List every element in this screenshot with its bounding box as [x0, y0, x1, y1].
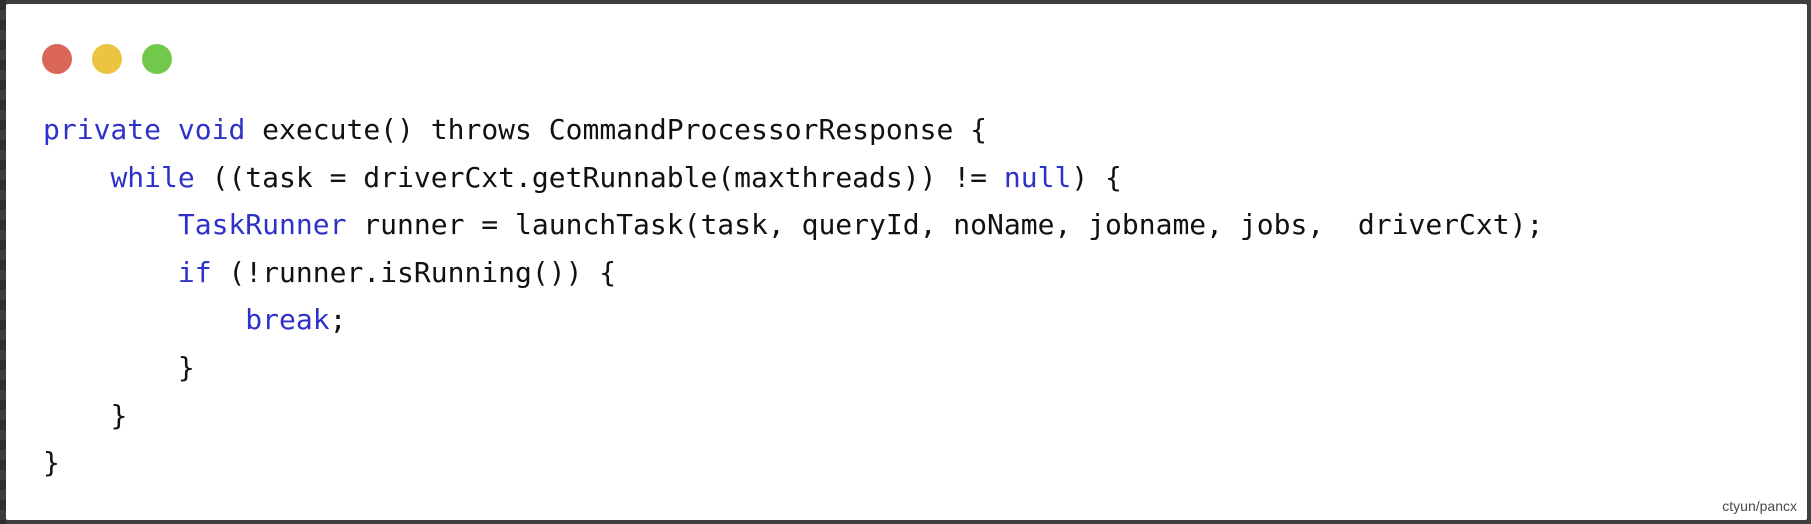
code-keyword: if: [177, 255, 212, 289]
code-line: while ((task = driverCxt.getRunnable(max…: [43, 154, 1543, 202]
code-text: ((task = driverCxt.getRunnable(maxthread…: [194, 160, 1004, 194]
watermark-text: ctyun/pancx: [1722, 498, 1797, 514]
code-text: execute() throws CommandProcessorRespons…: [245, 113, 988, 146]
code-keyword: while: [110, 160, 195, 194]
code-line: private void execute() throws CommandPro…: [43, 106, 1543, 154]
code-text: }: [177, 350, 195, 384]
code-text: (!runner.isRunning()) {: [211, 255, 617, 289]
code-card: private void execute() throws CommandPro…: [6, 4, 1807, 520]
code-indent: [43, 256, 178, 289]
code-block: private void execute() throws CommandPro…: [43, 106, 1543, 487]
code-keyword: void: [177, 113, 246, 146]
code-line: }: [43, 392, 1543, 440]
code-text: runner = launchTask(task, queryId, noNam…: [346, 208, 1544, 242]
code-text: }: [43, 446, 60, 480]
code-line: TaskRunner runner = launchTask(task, que…: [43, 201, 1543, 249]
code-text: ) {: [1071, 160, 1122, 194]
close-dot-icon[interactable]: [42, 44, 72, 74]
code-line: }: [43, 439, 1543, 487]
code-line: break;: [43, 296, 1543, 344]
code-text: }: [110, 398, 128, 432]
code-line: if (!runner.isRunning()) {: [43, 249, 1543, 297]
code-keyword: break: [245, 303, 330, 337]
code-indent: [43, 208, 178, 241]
code-indent: [43, 351, 178, 384]
window-controls: [42, 44, 172, 74]
code-indent: [43, 303, 245, 336]
code-indent: [43, 399, 110, 432]
code-indent: [43, 161, 110, 194]
code-text: [161, 113, 178, 146]
code-line: }: [43, 344, 1543, 392]
zoom-dot-icon[interactable]: [142, 44, 172, 74]
code-keyword: TaskRunner: [177, 208, 347, 242]
code-text: ;: [329, 303, 347, 337]
code-keyword: null: [1003, 160, 1072, 194]
minimize-dot-icon[interactable]: [92, 44, 122, 74]
left-gutter: [0, 0, 6, 524]
code-keyword: private: [43, 113, 162, 146]
